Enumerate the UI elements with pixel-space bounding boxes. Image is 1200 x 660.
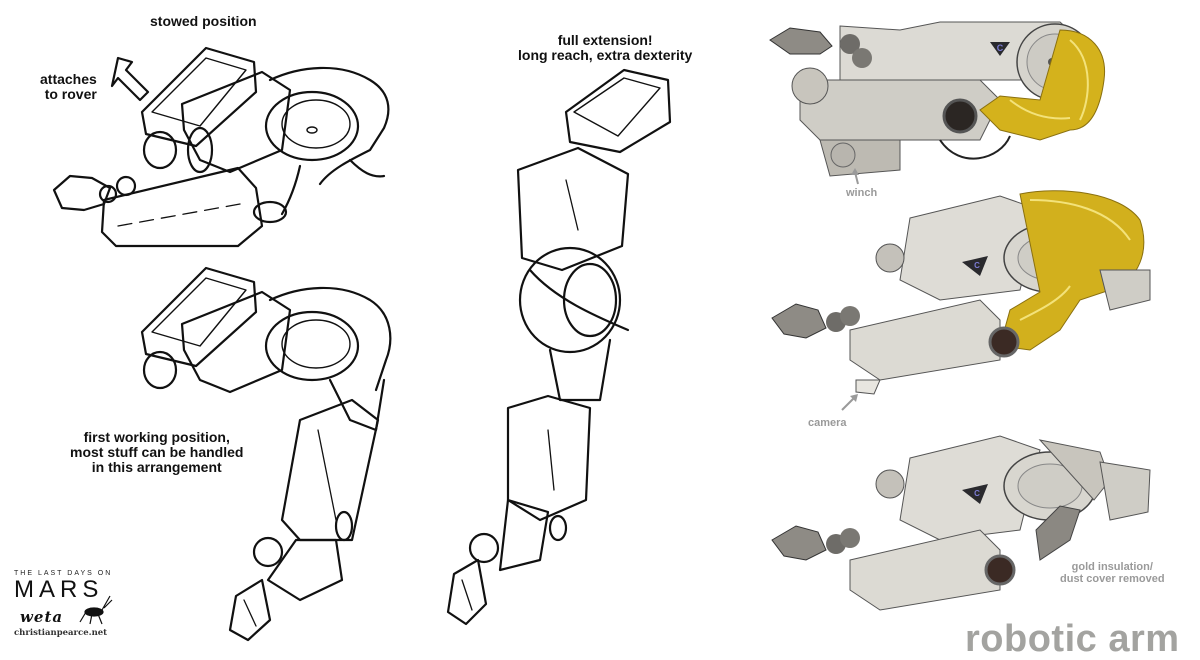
up-left-arrow-icon	[110, 56, 150, 102]
render-bottom-arm: C	[771, 435, 1151, 611]
render-top-arm: C	[769, 21, 1106, 185]
artist-website: christianpearce.net	[14, 628, 108, 638]
studio-logo: weta	[20, 608, 64, 626]
stowed-position-caption: stowed position	[150, 13, 257, 29]
gold-insulation-line-1: gold insulation/	[1071, 561, 1153, 573]
camera-callout: camera	[808, 417, 847, 429]
winch-callout: winch	[846, 187, 878, 199]
first-working-line-1: first working position,	[83, 429, 230, 445]
render-middle-arm: C	[771, 190, 1151, 411]
weta-insect-icon	[79, 595, 113, 625]
first-working-line-3: in this arrangement	[91, 459, 222, 476]
full-extension-line-2: long reach, extra dexterity	[518, 47, 693, 64]
credits-logo-block: THE LAST DAYS ON MARS weta christianpear…	[14, 570, 114, 638]
attaches-to-rover-note: attaches to rover	[40, 71, 97, 103]
full-extension-line-1: full extension!	[557, 32, 653, 48]
film-title: MARS	[14, 576, 104, 603]
gold-insulation-line-2: dust cover removed	[1060, 572, 1165, 585]
sheet-title: robotic arm	[965, 618, 1180, 660]
gold-insulation-callout: gold insulation/ dust cover removed	[1060, 561, 1165, 586]
first-working-position-caption: first working position, most stuff can b…	[70, 429, 244, 476]
film-tagline: THE LAST DAYS ON	[14, 570, 113, 577]
first-working-line-2: most stuff can be handled	[70, 444, 244, 461]
full-extension-caption: full extension! long reach, extra dexter…	[518, 32, 693, 64]
emblem-c-icon: C	[974, 489, 980, 498]
emblem-c-icon: C	[974, 261, 980, 270]
emblem-c-icon: C	[997, 43, 1004, 53]
